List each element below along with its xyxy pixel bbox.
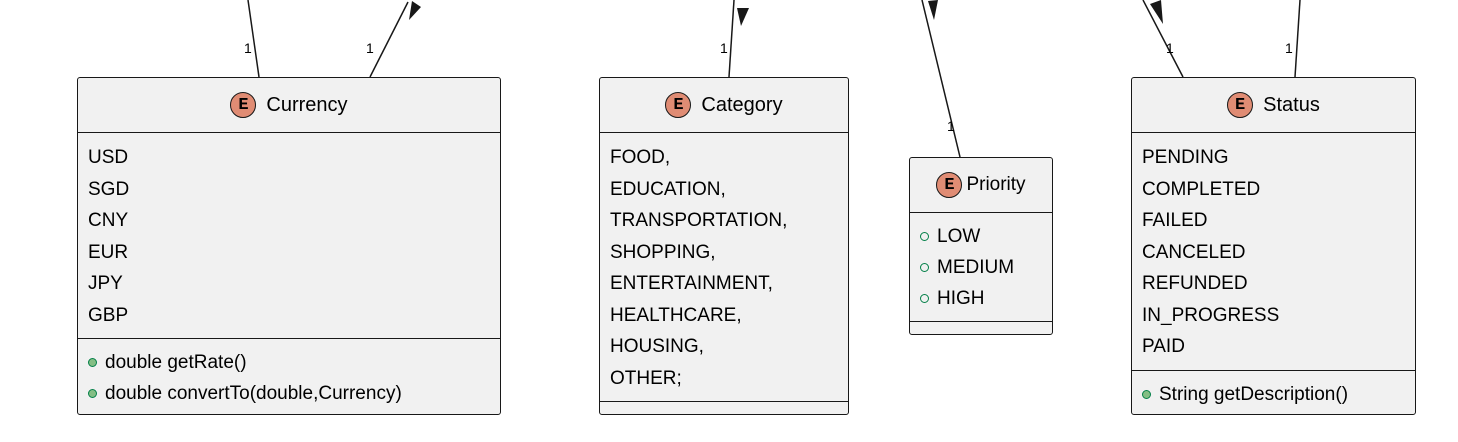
enum-methods: [910, 322, 1052, 330]
enum-values: LOW MEDIUM HIGH: [910, 213, 1052, 322]
arrowhead-icon: [928, 0, 938, 20]
method-signature: double getRate(): [105, 352, 247, 373]
enum-value: FOOD,: [610, 147, 671, 168]
enum-value: FAILED: [1142, 210, 1208, 231]
enum-value-label: MEDIUM: [937, 257, 1015, 278]
enum-value: ENTERTAINMENT,: [610, 273, 773, 294]
public-method-icon: [1142, 390, 1151, 399]
enum-values: PENDING COMPLETED FAILED CANCELED REFUND…: [1132, 133, 1415, 371]
public-method-icon: [88, 389, 97, 398]
enum-value-label: HIGH: [937, 288, 985, 309]
currency-link-right: [369, 1, 409, 78]
enum-value: MEDIUM: [920, 252, 1052, 283]
enum-header: E Status: [1132, 78, 1415, 133]
enum-value-label: LOW: [937, 226, 981, 247]
enum-value: CNY: [88, 210, 129, 231]
enum-value: EUR: [88, 241, 129, 263]
enum-value: COMPLETED: [1142, 178, 1261, 200]
enum-status[interactable]: E Status PENDING COMPLETED FAILED CANCEL…: [1131, 77, 1416, 415]
arrowhead-icon: [1150, 0, 1163, 24]
enum-title: Currency: [266, 93, 348, 116]
priority-link: [921, 0, 961, 158]
enum-priority[interactable]: E Priority LOW MEDIUM HIGH: [909, 157, 1053, 335]
enum-badge-icon: E: [665, 92, 692, 118]
enum-value: EDUCATION,: [610, 178, 726, 200]
enum-value: LOW: [920, 221, 1052, 252]
enum-value: PENDING: [1142, 147, 1229, 168]
enum-value: JPY: [88, 273, 123, 294]
enum-value: SHOPPING,: [610, 241, 716, 263]
enum-category[interactable]: E Category FOOD, EDUCATION, TRANSPORTATI…: [599, 77, 849, 415]
enum-methods: double getRate() double convertTo(double…: [78, 339, 500, 409]
enum-value: SGD: [88, 178, 130, 200]
enum-method: double convertTo(double,Currency): [88, 378, 500, 409]
enum-currency[interactable]: E Currency USD SGD CNY EUR JPY GBP doubl…: [77, 77, 501, 415]
enum-method: double getRate(): [88, 347, 500, 378]
enum-header: E Priority: [910, 158, 1052, 213]
multiplicity-label: 1: [1166, 40, 1174, 56]
enum-value: CANCELED: [1142, 241, 1246, 263]
field-icon: [920, 294, 929, 303]
enum-method: String getDescription(): [1142, 379, 1415, 410]
enum-value: OTHER;: [610, 367, 682, 389]
enum-header: E Category: [600, 78, 848, 133]
field-icon: [920, 232, 929, 241]
enum-value: TRANSPORTATION,: [610, 210, 788, 231]
enum-methods: String getDescription(): [1132, 371, 1415, 410]
enum-value: PAID: [1142, 336, 1185, 357]
enum-methods: [600, 402, 848, 410]
enum-value: USD: [88, 147, 129, 168]
multiplicity-label: 1: [244, 40, 252, 56]
public-method-icon: [88, 358, 97, 367]
enum-badge-icon: E: [1227, 92, 1254, 118]
field-icon: [920, 263, 929, 272]
currency-link-left: [247, 0, 260, 78]
category-link: [728, 0, 735, 78]
method-signature: String getDescription(): [1159, 384, 1349, 405]
multiplicity-label: 1: [366, 40, 374, 56]
enum-values: USD SGD CNY EUR JPY GBP: [78, 133, 500, 339]
enum-value: HEALTHCARE,: [610, 304, 742, 326]
enum-title: Status: [1263, 93, 1320, 116]
enum-title: Category: [701, 93, 783, 116]
method-signature: double convertTo(double,Currency): [105, 383, 402, 404]
enum-values: FOOD, EDUCATION, TRANSPORTATION, SHOPPIN…: [600, 133, 848, 402]
enum-header: E Currency: [78, 78, 500, 133]
enum-value: GBP: [88, 304, 129, 326]
status-link-right: [1294, 0, 1301, 78]
multiplicity-label: 1: [1285, 40, 1293, 56]
enum-badge-icon: E: [230, 92, 257, 118]
enum-value: HIGH: [920, 283, 1052, 314]
enum-badge-icon: E: [936, 172, 963, 198]
arrowhead-icon: [409, 1, 421, 20]
multiplicity-label: 1: [947, 118, 955, 134]
enum-title: Priority: [966, 174, 1026, 195]
multiplicity-label: 1: [720, 40, 728, 56]
arrowhead-icon: [737, 8, 749, 26]
enum-value: IN_PROGRESS: [1142, 304, 1280, 326]
enum-value: HOUSING,: [610, 336, 704, 357]
status-link-left: [1142, 0, 1184, 78]
enum-value: REFUNDED: [1142, 273, 1248, 294]
